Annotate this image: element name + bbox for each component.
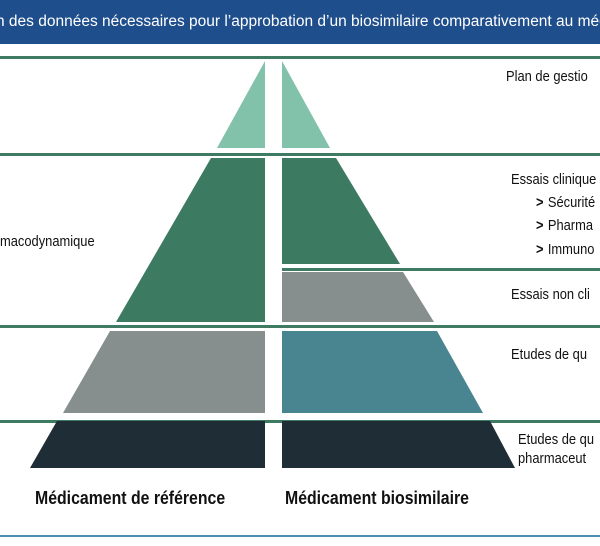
biosimilar-drug-label: Médicament biosimilaire xyxy=(285,488,469,508)
biosimilar-tier-quality xyxy=(282,331,483,413)
label-quality-studies: Etudes de qu xyxy=(511,346,588,363)
clinical-item-safety: >Sécurité xyxy=(536,194,596,211)
bottom-rule xyxy=(0,535,600,537)
reference-drug-label: Médicament de référence xyxy=(35,488,226,508)
biosimilar-tier-pharma-quality xyxy=(282,421,515,468)
arrow-bullet-icon: > xyxy=(536,241,544,258)
biosimilar-tier-clinical xyxy=(282,158,400,264)
arrow-bullet-icon: > xyxy=(536,217,544,234)
label-nonclinical-trials: Essais non cli xyxy=(511,286,590,303)
reference-tier-nonclinical xyxy=(63,331,265,413)
label-pharma-quality-line2: pharmaceut xyxy=(518,450,587,467)
reference-tier-clinical xyxy=(116,158,265,322)
label-management-plan: Plan de gestio xyxy=(506,68,588,85)
arrow-bullet-icon: > xyxy=(536,194,544,211)
label-pharma-quality-line1: Etudes de qu xyxy=(518,431,595,448)
tier-rule-2 xyxy=(0,153,600,156)
tier-rule-3 xyxy=(282,268,600,271)
reference-tier-management xyxy=(217,61,265,148)
reference-tier-quality xyxy=(30,421,265,468)
biosimilar-tier-management xyxy=(282,61,330,148)
label-clinical-trials: Essais clinique xyxy=(511,171,597,188)
tier-rule-1 xyxy=(0,56,600,59)
clinical-item-pharma: >Pharma xyxy=(536,217,594,234)
biosimilar-tier-nonclinical xyxy=(282,272,434,322)
clinical-item-immuno: >Immuno xyxy=(536,241,595,258)
tier-rule-4 xyxy=(0,325,600,328)
label-pharmacodynamics: macodynamique xyxy=(0,233,95,250)
figure-title: n des données nécessaires pour l’approba… xyxy=(0,0,600,44)
